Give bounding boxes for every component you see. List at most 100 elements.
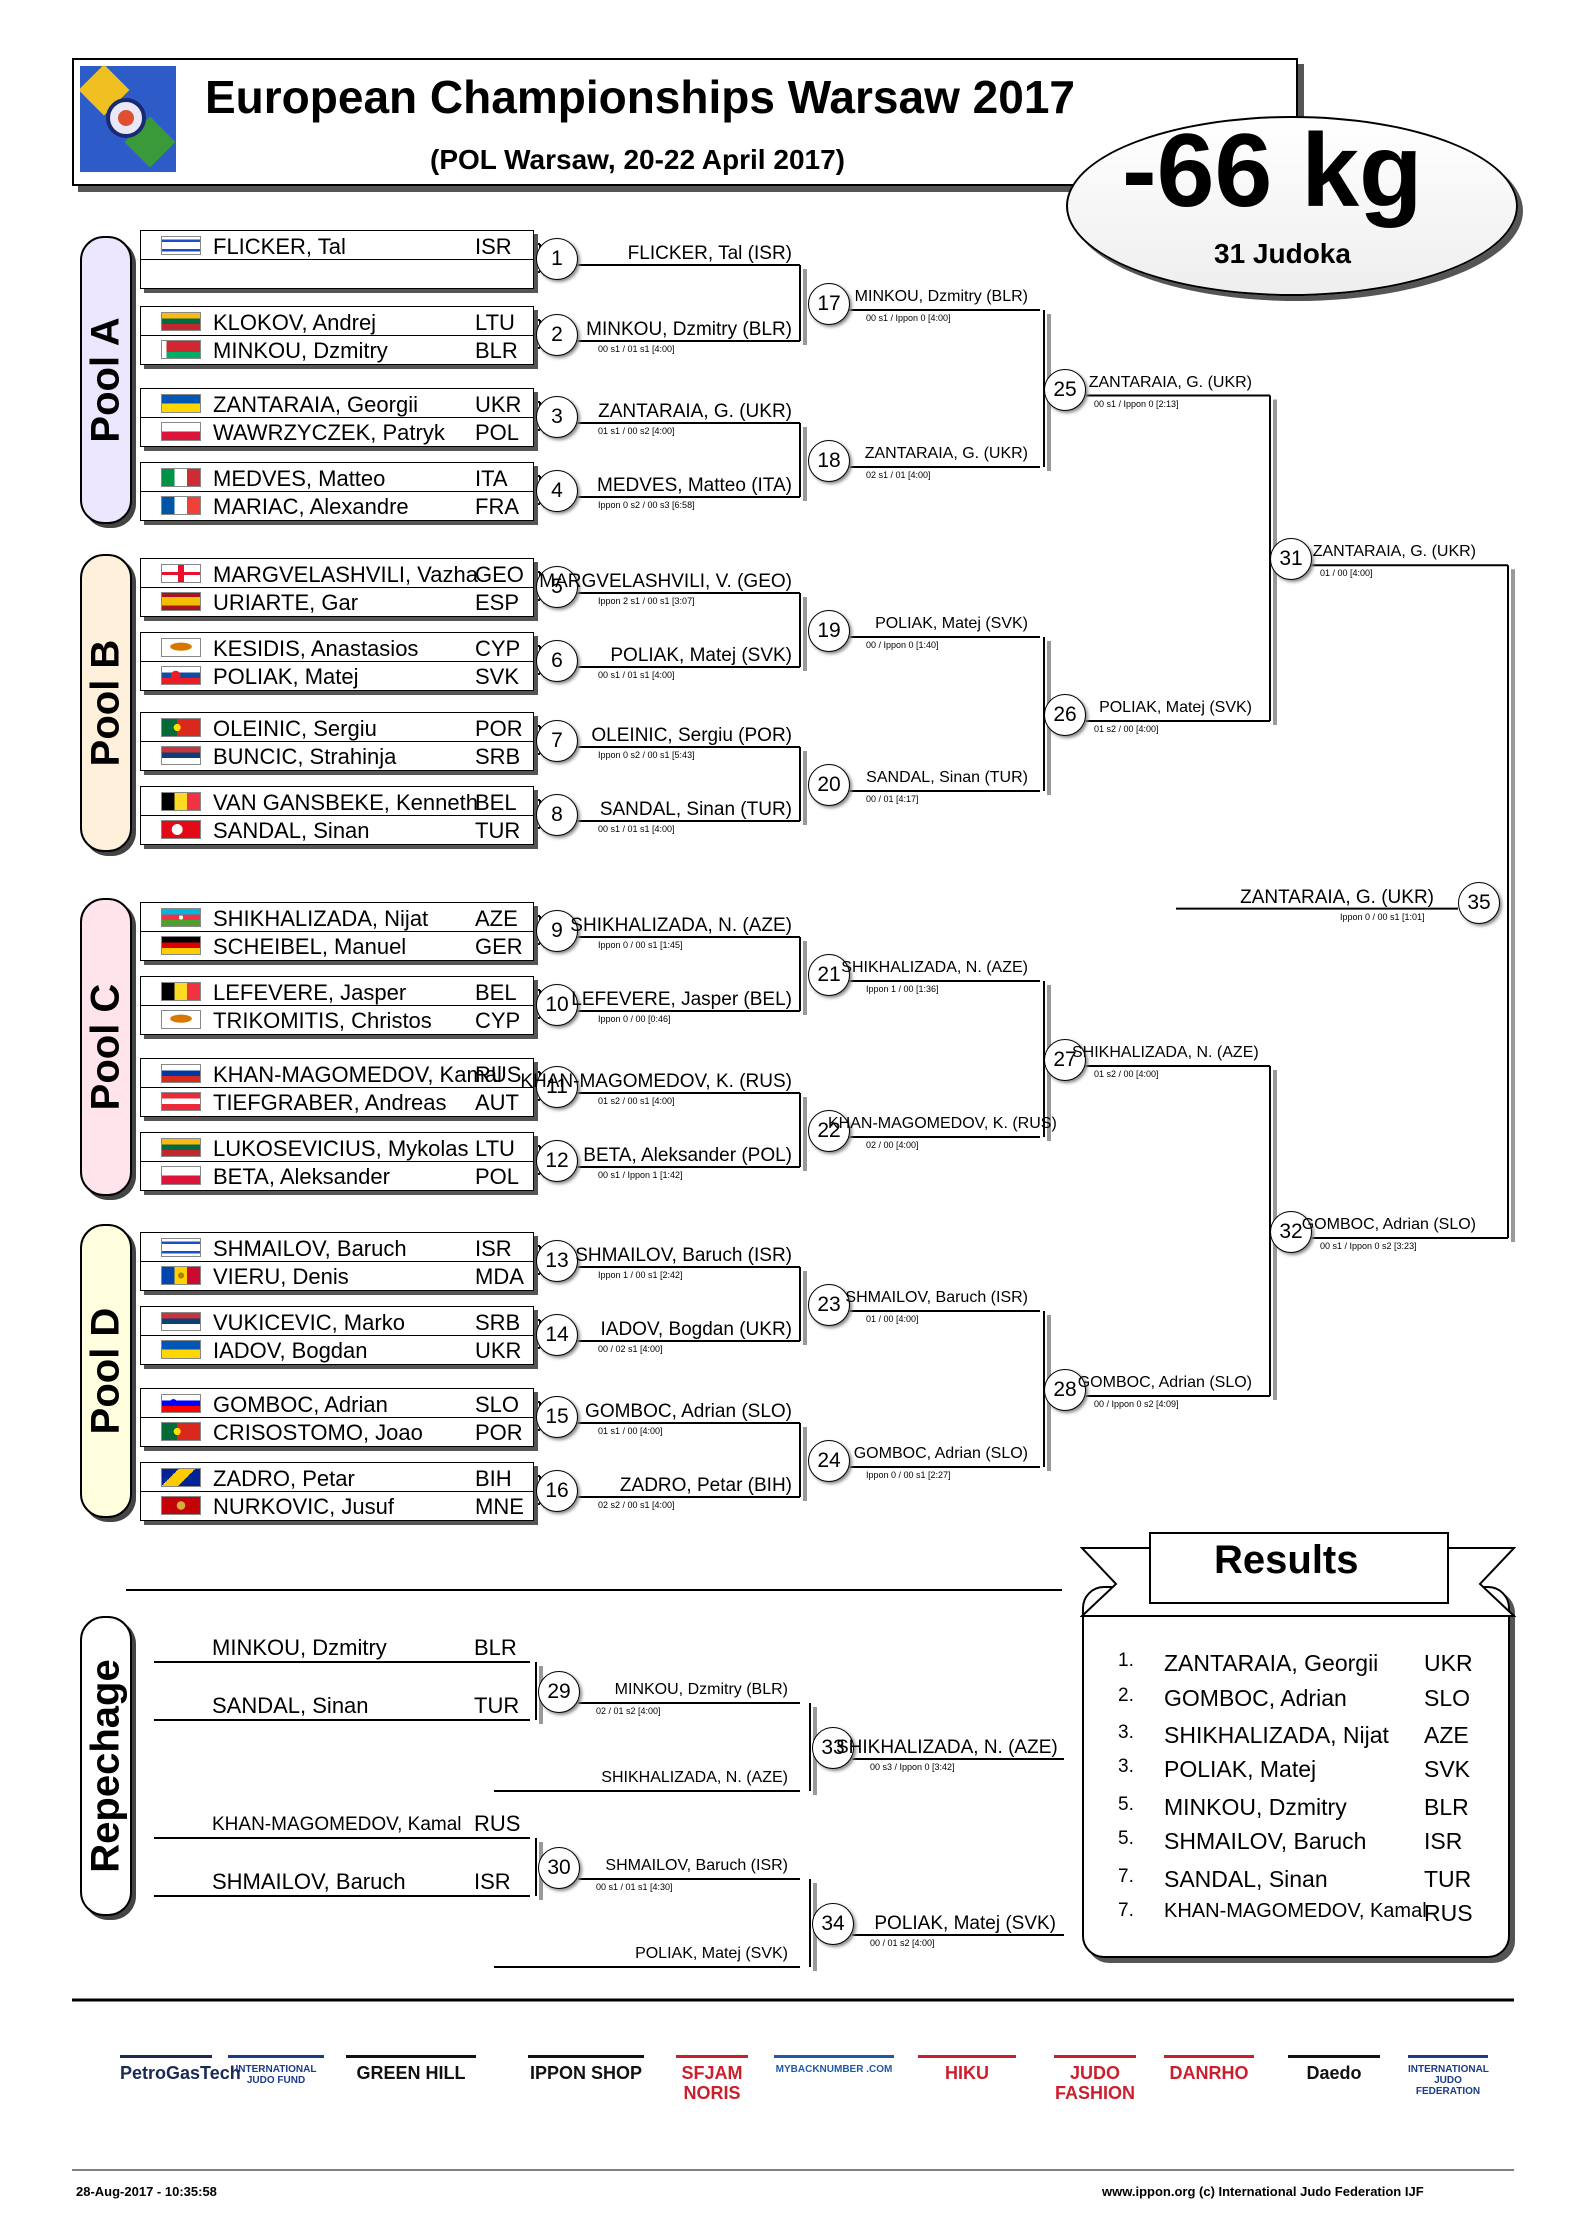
match-8-winner: SANDAL, Sinan (TUR) bbox=[599, 799, 792, 820]
athlete-name: KESIDIS, Anastasios bbox=[213, 636, 419, 661]
athlete-name: KLOKOV, Andrej bbox=[213, 310, 377, 335]
pool-c-text: Pool C bbox=[83, 983, 128, 1111]
match-9-number: 9 bbox=[536, 910, 578, 952]
sponsor-logo: DANRHO bbox=[1164, 2055, 1254, 2084]
repechage-athlete-a: MINKOU, Dzmitry bbox=[212, 1635, 387, 1660]
repechage-athlete-b: SANDAL, Sinan bbox=[212, 1693, 369, 1718]
flag-ita-icon bbox=[161, 468, 201, 487]
repechage-country-a: BLR bbox=[474, 1635, 517, 1660]
athlete-name: WAWRZYCZEK, Patryk bbox=[213, 420, 445, 445]
athlete-country: AUT bbox=[475, 1090, 519, 1115]
result-country: SVK bbox=[1424, 1756, 1471, 1782]
result-rank: 1. bbox=[1118, 1650, 1134, 1671]
results-banner-face bbox=[1149, 1532, 1449, 1604]
match-16-winner: ZADRO, Petar (BIH) bbox=[619, 1475, 792, 1496]
match-25-winner: ZANTARAIA, G. (UKR) bbox=[1088, 373, 1252, 391]
athlete-name: KHAN-MAGOMEDOV, Kamal bbox=[213, 1062, 502, 1087]
match-32-number: 32 bbox=[1270, 1211, 1312, 1253]
result-name: SHMAILOV, Baruch bbox=[1164, 1828, 1367, 1854]
match-27-winner: SHIKHALIZADA, N. (AZE) bbox=[1072, 1044, 1259, 1061]
match-22-winner: KHAN-MAGOMEDOV, K. (RUS) bbox=[828, 1115, 1057, 1132]
athlete-country: MNE bbox=[475, 1494, 524, 1519]
athlete-country: UKR bbox=[475, 1338, 522, 1363]
match-20-score: 00 / 01 [4:17] bbox=[866, 794, 919, 804]
flag-isr-icon bbox=[161, 236, 201, 255]
match-12-winner: BETA, Aleksander (POL) bbox=[583, 1145, 792, 1166]
sponsor-logo: SFJAM NORIS bbox=[676, 2055, 748, 2104]
match-31-number: 31 bbox=[1270, 538, 1312, 581]
match-9-winner: SHIKHALIZADA, N. (AZE) bbox=[570, 915, 792, 936]
flag-rus-icon bbox=[161, 1064, 201, 1083]
footer-timestamp: 28-Aug-2017 - 10:35:58 bbox=[76, 2184, 217, 2199]
flag-mda-icon bbox=[161, 1266, 201, 1285]
match-23-score: 01 / 00 [4:00] bbox=[866, 1314, 919, 1324]
match-34-winner: POLIAK, Matej (SVK) bbox=[874, 1913, 1056, 1934]
flag-bel-icon bbox=[161, 792, 201, 811]
match-29-score: 02 / 01 s2 [4:00] bbox=[596, 1706, 661, 1716]
result-rank: 7. bbox=[1118, 1866, 1134, 1887]
athlete-country: BEL bbox=[475, 980, 517, 1005]
match-33-number: 33 bbox=[812, 1727, 854, 1769]
flag-tur-icon bbox=[161, 820, 201, 839]
athlete-name: OLEINIC, Sergiu bbox=[213, 716, 377, 741]
repechage-country-b: ISR bbox=[474, 1869, 511, 1894]
flag-ltu-icon bbox=[161, 312, 201, 331]
flag-aut-icon bbox=[161, 1092, 201, 1111]
result-rank: 5. bbox=[1118, 1794, 1134, 1815]
footer-credit: www.ippon.org (c) International Judo Fed… bbox=[1102, 2184, 1424, 2199]
athlete-name: BUNCIC, Strahinja bbox=[213, 744, 397, 769]
result-name: POLIAK, Matej bbox=[1164, 1756, 1317, 1782]
match-11-winner: KHAN-MAGOMEDOV, K. (RUS) bbox=[520, 1071, 792, 1092]
match-35-winner: ZANTARAIA, G. (UKR) bbox=[1240, 886, 1434, 908]
match-21-number: 21 bbox=[808, 954, 850, 996]
match-26-winner: POLIAK, Matej (SVK) bbox=[1099, 699, 1252, 716]
match-18-score: 02 s1 / 01 [4:00] bbox=[866, 470, 931, 480]
match-20-number: 20 bbox=[808, 764, 850, 806]
athlete-row bbox=[141, 259, 533, 287]
match-33-score: 00 s3 / Ippon 0 [3:42] bbox=[870, 1762, 955, 1772]
match-22-score: 02 / 00 [4:00] bbox=[866, 1140, 919, 1150]
match-24-number: 24 bbox=[808, 1440, 850, 1482]
match-35-score: Ippon 0 / 00 s1 [1:01] bbox=[1340, 911, 1425, 922]
sponsor-logo: JUDO FASHION bbox=[1054, 2055, 1136, 2104]
sponsor-logo: INTERNATIONAL JUDO FEDERATION bbox=[1408, 2055, 1489, 2097]
flag-esp-icon bbox=[161, 592, 201, 611]
match-23-number: 23 bbox=[808, 1284, 850, 1326]
match-21-winner: SHIKHALIZADA, N. (AZE) bbox=[841, 959, 1028, 976]
match-19-score: 00 / Ippon 0 [1:40] bbox=[866, 640, 939, 650]
match-11-score: 01 s2 / 00 s1 [4:00] bbox=[598, 1096, 675, 1106]
athlete-country: TUR bbox=[475, 818, 521, 843]
results-title: Results bbox=[1214, 1538, 1359, 1582]
result-name: ZANTARAIA, Georgii bbox=[1164, 1650, 1379, 1676]
result-name: KHAN-MAGOMEDOV, Kamal bbox=[1164, 1900, 1427, 1922]
match-27-number: 27 bbox=[1044, 1039, 1086, 1081]
sponsor-logo: PetroGasTech bbox=[120, 2055, 241, 2084]
match-4-winner: MEDVES, Matteo (ITA) bbox=[597, 475, 792, 496]
match-11-number: 11 bbox=[536, 1066, 578, 1108]
match-14-score: 00 / 02 s1 [4:00] bbox=[598, 1344, 663, 1354]
flag-pol-icon bbox=[161, 1166, 201, 1185]
athlete-country: UKR bbox=[475, 392, 522, 417]
athlete-name: IADOV, Bogdan bbox=[213, 1338, 368, 1363]
match-1-winner: FLICKER, Tal (ISR) bbox=[627, 243, 792, 264]
match-15-score: 01 s1 / 00 [4:00] bbox=[598, 1426, 663, 1436]
pool-a-label: Pool A bbox=[80, 236, 132, 524]
athlete-country: SVK bbox=[475, 664, 520, 689]
sponsor-logo: HIKU bbox=[918, 2055, 1016, 2084]
sponsor-logo: INTERNATIONAL JUDO FUND bbox=[228, 2055, 324, 2086]
athlete-country: BIH bbox=[475, 1466, 512, 1491]
